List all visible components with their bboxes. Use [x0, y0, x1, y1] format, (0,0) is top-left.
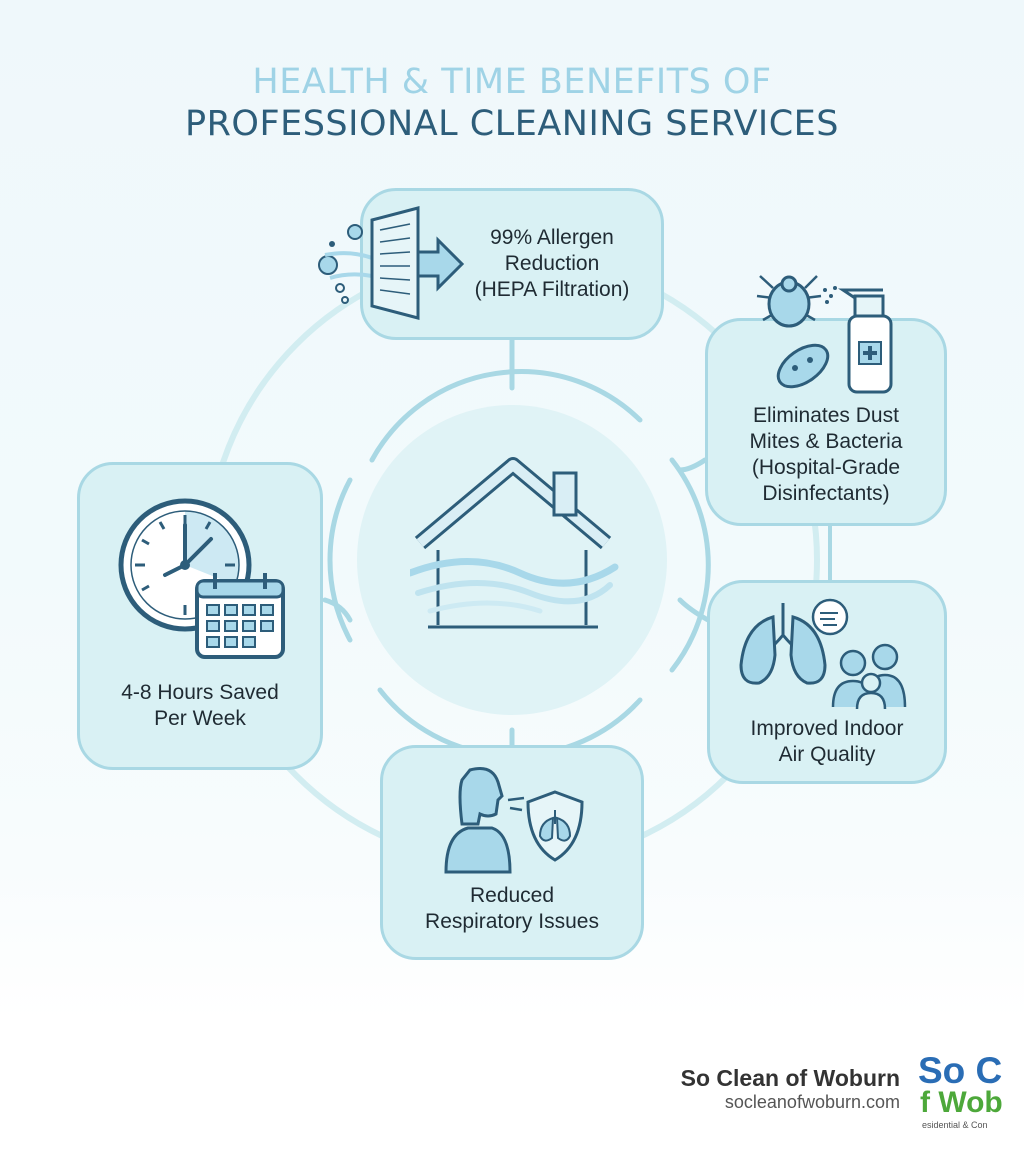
connector-lower-right	[677, 597, 711, 623]
benefit-allergen-text: 99% Allergen Reduction (HEPA Filtration)	[462, 225, 642, 303]
benefit-hours-text: 4-8 Hours Saved Per Week	[85, 680, 315, 732]
title-line-1: HEALTH & TIME BENEFITS OF	[252, 62, 772, 102]
allergen-label-line1: 99% Allergen	[490, 226, 614, 249]
center-circle	[357, 405, 667, 715]
title-line-2: PROFESSIONAL CLEANING SERVICES	[185, 104, 839, 144]
respiratory-label-line2: Respiratory Issues	[425, 910, 599, 933]
allergen-label-line2: Reduction	[504, 252, 600, 275]
inner-arc-right	[669, 457, 711, 673]
dust-mites-label-line1: Eliminates Dust	[753, 404, 899, 427]
connector-upper-right	[677, 457, 708, 473]
logo-line-1: So Cle	[918, 1050, 1004, 1091]
connector-left	[322, 597, 353, 623]
respiratory-label-line1: Reduced	[469, 884, 555, 907]
hours-label-line1: 4-8 Hours Saved	[121, 681, 279, 704]
benefit-card-respiratory	[380, 745, 644, 960]
inner-arc-top	[369, 369, 643, 463]
benefit-air-quality-text: Improved Indoor Air Quality	[712, 716, 942, 768]
clock-calendar-icon	[118, 498, 285, 659]
dust-mites-label-line4: Disinfectants)	[762, 482, 890, 505]
brand-logo: So Cle f Wobu esidential & Con	[918, 1050, 1004, 1130]
dust-mites-label-line3: (Hospital-Grade	[751, 456, 901, 479]
benefit-dust-mites-text: Eliminates Dust Mites & Bacteria (Hospit…	[712, 403, 940, 507]
hours-label-line2: Per Week	[154, 707, 246, 730]
air-quality-label-line1: Improved Indoor	[750, 717, 904, 740]
inner-arc-left	[327, 477, 353, 643]
breathing-shield-icon	[444, 767, 584, 874]
dust-mites-label-line2: Mites & Bacteria	[749, 430, 903, 453]
logo-line-3: esidential & Con	[922, 1120, 988, 1130]
logo-line-2: f Wobu	[920, 1086, 1004, 1119]
allergen-label-line3: (HEPA Filtration)	[474, 278, 630, 301]
footer-url[interactable]: socleanofwoburn.com	[724, 1092, 900, 1112]
house-fresh-air-icon	[410, 457, 619, 629]
hepa-filter-icon	[318, 206, 465, 320]
lungs-family-icon	[739, 598, 907, 710]
dust-mite-bacteria-spray-icon	[756, 275, 893, 394]
footer-brand-name: So Clean of Woburn	[680, 1065, 900, 1091]
air-quality-label-line2: Air Quality	[778, 743, 876, 766]
benefit-respiratory-text: Reduced Respiratory Issues	[388, 883, 636, 935]
